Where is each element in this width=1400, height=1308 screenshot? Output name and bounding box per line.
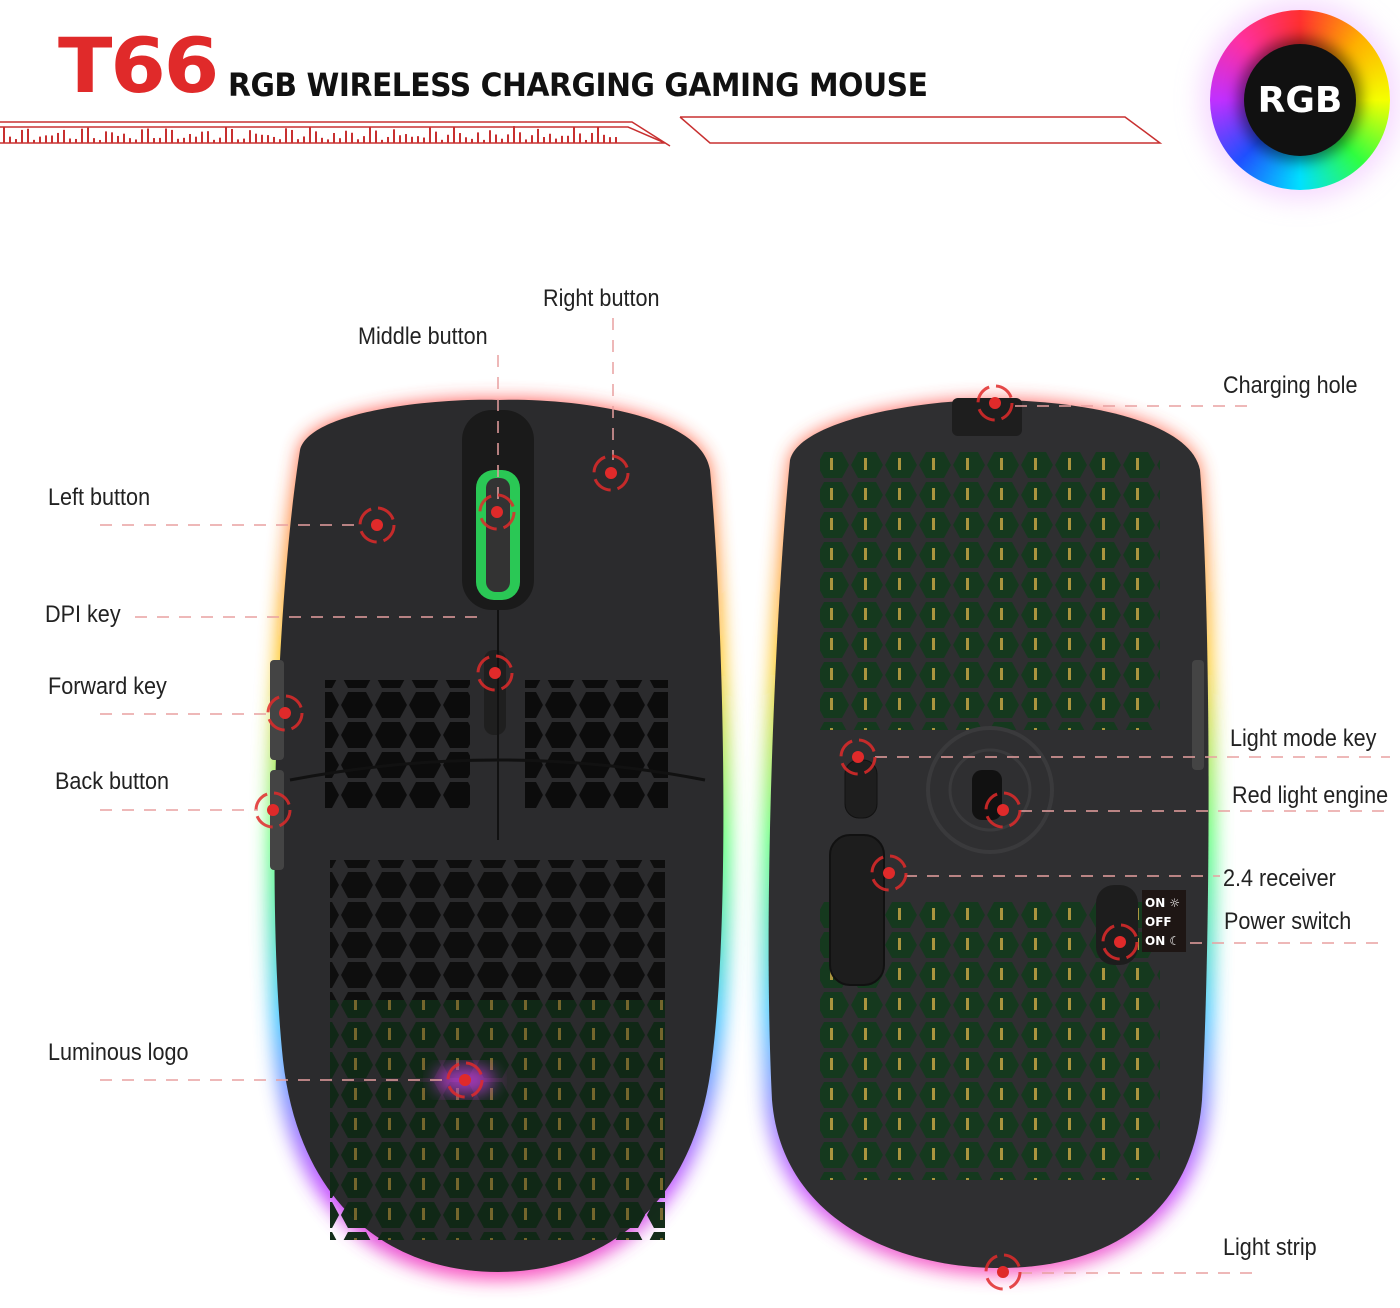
target-marker-icon [358,506,396,544]
header-rule [0,116,1163,147]
label-luminous-logo: Luminous logo [48,1039,189,1066]
header-equalizer-bars [3,126,617,143]
mouse-bottom-view [761,398,1216,1275]
target-marker-icon [478,493,516,531]
mouse-top-view [268,399,730,1281]
label-forward-key: Forward key [48,673,167,700]
page-title: RGB WIRELESS CHARGING GAMING MOUSE [228,66,928,104]
label-light-strip: Light strip [1223,1234,1317,1261]
target-marker-icon [266,694,304,732]
label-middle-button: Middle button [358,323,488,350]
label-receiver: 2.4 receiver [1223,865,1336,892]
label-left-button: Left button [48,484,151,511]
power-switch-mode-labels: ON ☼ OFF ON ☾ [1145,894,1180,951]
rgb-badge: RGB [1210,10,1390,190]
target-marker-icon [476,654,514,692]
label-red-light-engine: Red light engine [1232,782,1389,809]
target-marker-icon [870,854,908,892]
target-marker-icon [254,791,292,829]
callout-leader-lines [100,318,1390,1274]
mode-on-day: ON ☼ [1145,896,1181,910]
label-right-button: Right button [543,285,660,312]
target-marker-icon [1101,923,1139,961]
label-dpi-key: DPI key [45,601,121,628]
target-marker-icon [592,454,630,492]
label-back-button: Back button [55,768,170,795]
callout-markers [254,384,1139,1291]
target-marker-icon [446,1061,484,1099]
label-light-mode-key: Light mode key [1230,725,1377,752]
mode-off: OFF [1145,915,1172,929]
rgb-badge-text: RGB [1244,44,1356,156]
label-power-switch: Power switch [1224,908,1352,935]
target-marker-icon [984,1253,1022,1291]
label-charging-hole: Charging hole [1223,372,1358,399]
target-marker-icon [976,384,1014,422]
target-marker-icon [984,791,1022,829]
model-logo: T66 [58,21,219,110]
target-marker-icon [839,738,877,776]
mode-on-night: ON ☾ [1145,934,1181,948]
